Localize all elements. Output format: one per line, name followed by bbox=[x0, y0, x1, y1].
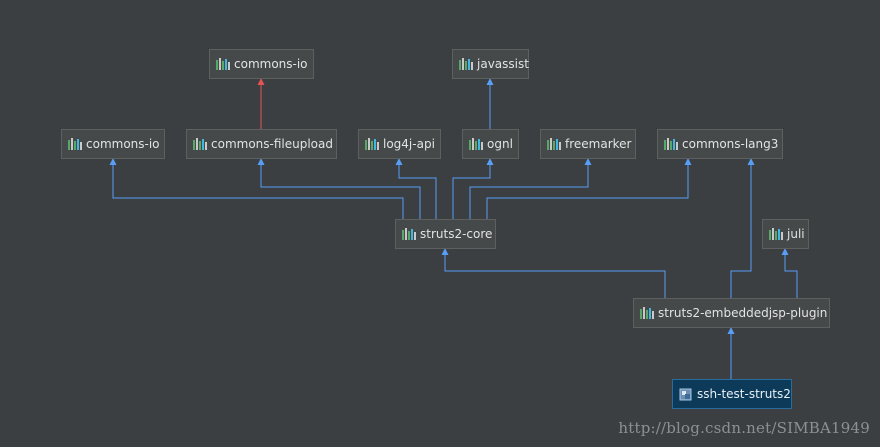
library-icon bbox=[664, 138, 678, 150]
edge-arrowhead bbox=[584, 158, 592, 165]
edge-line bbox=[398, 158, 437, 219]
library-icon bbox=[216, 58, 230, 70]
library-icon bbox=[469, 138, 483, 150]
edge-arrowhead bbox=[109, 158, 117, 165]
edge-line bbox=[486, 158, 689, 219]
library-icon bbox=[402, 228, 416, 240]
edge-arrowhead bbox=[684, 158, 692, 165]
node-label: log4j-api bbox=[383, 137, 435, 151]
edge-line bbox=[260, 158, 421, 219]
node-struts2-core[interactable]: struts2-core bbox=[395, 219, 496, 249]
edge-ognl-to-javassist bbox=[486, 78, 494, 129]
node-label: commons-io bbox=[234, 57, 308, 71]
module-icon bbox=[679, 388, 692, 400]
node-commons-io[interactable]: commons-io bbox=[61, 129, 165, 159]
node-ssh-test-struts2[interactable]: ssh-test-struts2 bbox=[672, 379, 792, 409]
edge-embeddedjsp-to-struts2_core bbox=[441, 248, 666, 298]
edge-arrowhead bbox=[257, 78, 265, 85]
node-label: ssh-test-struts2 bbox=[697, 387, 791, 401]
edge-struts2_core-to-commons_fileupload bbox=[257, 158, 421, 219]
edge-embeddedjsp-to-commons_lang3 bbox=[730, 158, 755, 298]
edge-line bbox=[469, 158, 589, 219]
edge-arrowhead bbox=[727, 327, 735, 334]
node-juli[interactable]: juli bbox=[762, 219, 809, 249]
edge-line bbox=[730, 158, 752, 298]
library-icon bbox=[193, 138, 207, 150]
node-freemarker[interactable]: freemarker bbox=[540, 129, 636, 159]
node-log4j-api[interactable]: log4j-api bbox=[358, 129, 441, 159]
edge-embeddedjsp-to-juli bbox=[781, 248, 798, 298]
node-commons-fileupload[interactable]: commons-fileupload bbox=[186, 129, 337, 159]
edge-arrowhead bbox=[747, 158, 755, 165]
node-label: struts2-embeddedjsp-plugin bbox=[658, 306, 828, 320]
edge-struts2_core-to-commons_lang3 bbox=[486, 158, 692, 219]
edge-commons_fileupload-to-commons_io_top bbox=[257, 78, 265, 129]
library-icon bbox=[365, 138, 379, 150]
node-label: javassist bbox=[477, 57, 529, 71]
node-label: struts2-core bbox=[420, 227, 493, 241]
edge-line bbox=[112, 158, 404, 219]
edge-struts2_core-to-ognl bbox=[452, 158, 494, 219]
node-label: freemarker bbox=[565, 137, 632, 151]
edge-arrowhead bbox=[257, 158, 265, 165]
edge-struts2_core-to-log4j_api bbox=[395, 158, 437, 219]
node-struts2-embeddedjsp-plugin[interactable]: struts2-embeddedjsp-plugin bbox=[633, 298, 830, 328]
edge-struts2_core-to-commons_io bbox=[109, 158, 404, 219]
edge-arrowhead bbox=[781, 248, 789, 255]
node-label: commons-io bbox=[86, 137, 160, 151]
node-label: commons-lang3 bbox=[682, 137, 779, 151]
node-commons-lang3[interactable]: commons-lang3 bbox=[657, 129, 783, 159]
edge-struts2_core-to-freemarker bbox=[469, 158, 592, 219]
node-ognl[interactable]: ognl bbox=[462, 129, 519, 159]
library-icon bbox=[459, 58, 473, 70]
library-icon bbox=[547, 138, 561, 150]
edge-line bbox=[444, 248, 666, 298]
node-label: juli bbox=[787, 227, 805, 241]
edge-arrowhead bbox=[441, 248, 449, 255]
library-icon bbox=[68, 138, 82, 150]
edge-arrowhead bbox=[486, 158, 494, 165]
node-label: ognl bbox=[487, 137, 513, 151]
edge-arrowhead bbox=[395, 158, 403, 165]
library-icon bbox=[640, 307, 654, 319]
watermark-text: http://blog.csdn.net/SIMBA1949 bbox=[618, 419, 870, 437]
edge-line bbox=[784, 248, 798, 298]
node-label: commons-fileupload bbox=[211, 137, 333, 151]
edge-arrowhead bbox=[486, 78, 494, 85]
node-javassist[interactable]: javassist bbox=[452, 49, 529, 79]
node-commons-io-top[interactable]: commons-io bbox=[209, 49, 314, 79]
edge-root-to-embeddedjsp bbox=[727, 327, 735, 379]
edge-line bbox=[452, 158, 491, 219]
library-icon bbox=[769, 228, 783, 240]
